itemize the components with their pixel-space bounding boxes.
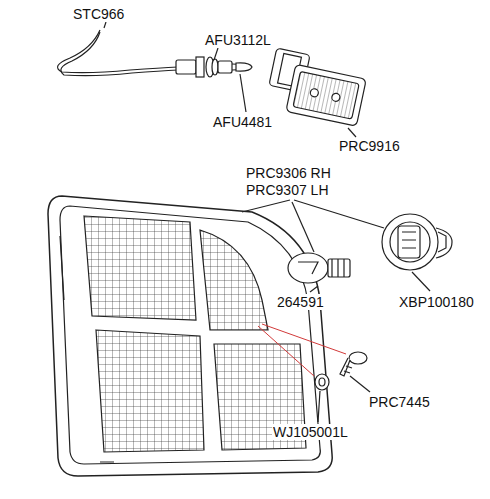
- bulb: [236, 63, 252, 71]
- leader-line: [348, 128, 356, 137]
- bulb: [288, 253, 350, 283]
- leader-line: [294, 200, 384, 228]
- part-number: PRC9916: [338, 138, 401, 154]
- leader-line: [318, 391, 320, 422]
- leader-line: [104, 22, 106, 28]
- leader-line: [242, 200, 290, 212]
- part-number: AFU3112L: [204, 32, 272, 48]
- part-number: XBP100180: [398, 294, 475, 310]
- part-number: WJ105001L: [272, 424, 349, 440]
- leader-line: [350, 376, 370, 392]
- screw: [340, 352, 367, 376]
- leader-line: [240, 74, 246, 112]
- part-number: STC966: [72, 6, 125, 22]
- side-repeater-lamp: [264, 48, 368, 126]
- part-number: PRC7445: [368, 394, 431, 410]
- fixing-line: [258, 326, 314, 376]
- wire: [58, 30, 179, 73]
- bulb-holder: [176, 57, 244, 77]
- leader-line: [214, 48, 218, 60]
- leader-line: [292, 202, 314, 252]
- part-number: PRC9306 RH: [245, 165, 332, 181]
- leader-line: [310, 286, 318, 292]
- washer: [315, 374, 329, 390]
- wire: [61, 32, 178, 76]
- part-number: 264591: [276, 294, 325, 310]
- bulb-holder: [382, 214, 452, 270]
- leader-line: [412, 272, 430, 291]
- part-number: AFU4481: [212, 114, 273, 130]
- part-number: PRC9307 LH: [245, 182, 330, 198]
- fixing-line: [262, 324, 346, 354]
